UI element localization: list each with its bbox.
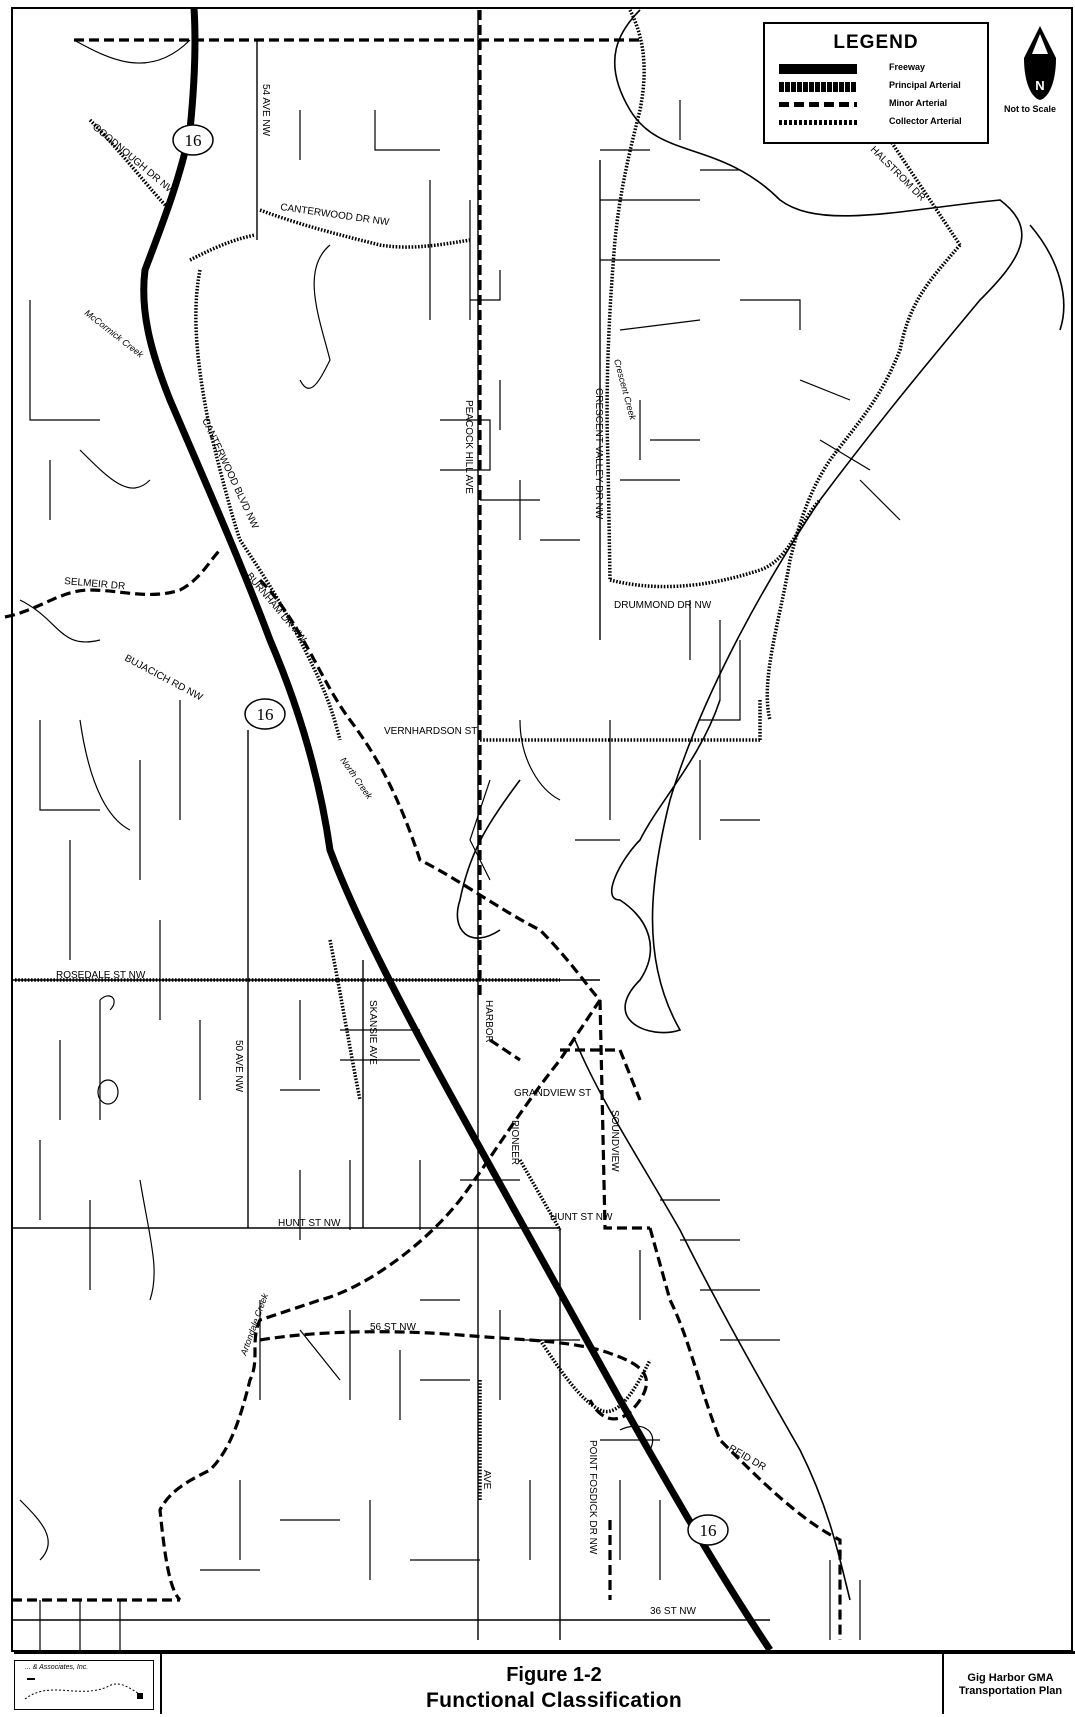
plan-type: Transportation Plan <box>958 1685 1063 1697</box>
road-label: 54 AVE NW <box>260 84 271 137</box>
road-label: CANTERWOOD BLVD NW <box>199 417 260 532</box>
legend-item-freeway: Freeway <box>779 62 979 76</box>
north-arrow-icon: N <box>1024 26 1056 100</box>
legend-item-label: Freeway <box>889 62 926 72</box>
road-label: CANTERWOOD DR NW <box>280 202 391 228</box>
road-label: 56 ST NW <box>370 1322 416 1333</box>
road-label: SELMEIR DR <box>64 576 126 592</box>
footer-divider <box>160 1654 162 1714</box>
road-label: SKANSIE AVE <box>367 1000 378 1065</box>
logo-map-icon <box>24 1678 143 1700</box>
road-label: 50 AVE NW <box>233 1040 244 1093</box>
road-label: HUNT ST NW <box>550 1212 613 1223</box>
road-label: HUNT ST NW <box>278 1218 341 1229</box>
creek-label: North Creek <box>338 755 374 801</box>
creek-label: McCormick Creek <box>83 308 146 360</box>
route-shield-number: 16 <box>700 1521 717 1540</box>
road-label: POINT FOSDICK DR NW <box>587 1440 598 1555</box>
road-label: PEACOCK HILL AVE <box>463 400 474 494</box>
plan-name: Gig Harbor GMA <box>967 1672 1054 1684</box>
route-shield: 16 <box>244 698 286 730</box>
legend: LEGEND Freeway Principal Arterial Minor … <box>763 22 989 144</box>
road-label: HALSTROM DR <box>868 144 927 203</box>
collector-arterials <box>15 9 962 1500</box>
title-block: ... & Associates, Inc. Figure 1-2 Functi… <box>14 1651 1075 1714</box>
road-label: BURNHAM DR NW <box>244 571 309 645</box>
minor-swatch <box>779 102 857 107</box>
principal-swatch <box>779 82 857 92</box>
road-label: DRUMMOND DR NW <box>614 600 712 611</box>
road-labels: 54 AVE NW GOODNOUGH DR NW CANTERWOOD DR … <box>56 84 927 1617</box>
legend-item-minor: Minor Arterial <box>779 98 979 112</box>
road-label: ROSEDALE ST NW <box>56 970 146 981</box>
road-label: 36 ST NW <box>650 1606 696 1617</box>
road-label: SOUNDVIEW <box>609 1110 620 1172</box>
legend-item-collector: Collector Arterial <box>779 116 979 130</box>
freeway-swatch <box>779 64 857 74</box>
creek-labels: McCormick Creek Crescent Creek North Cre… <box>83 308 638 1358</box>
shoreline <box>456 9 1065 1601</box>
legend-item-label: Collector Arterial <box>889 116 962 126</box>
figure-number: Figure 1-2 <box>506 1664 602 1686</box>
route-shield: 16 <box>172 124 214 156</box>
north-letter: N <box>1035 78 1044 93</box>
footer-divider <box>942 1654 944 1714</box>
collector-swatch <box>779 120 857 125</box>
scale-note: Not to Scale <box>1004 104 1057 114</box>
freeway-sr16 <box>140 7 773 1652</box>
road-label: AVE <box>481 1470 492 1490</box>
creek-label: Crescent Creek <box>612 358 638 421</box>
logo-text: ... & Associates, Inc. <box>25 1664 89 1671</box>
legend-item-label: Principal Arterial <box>889 80 961 90</box>
map-frame <box>11 7 1073 1652</box>
road-label: GRANDVIEW ST <box>514 1088 591 1099</box>
legend-item-label: Minor Arterial <box>889 98 948 108</box>
minor-arterials <box>4 10 842 1640</box>
road-label: HARBOR <box>483 1000 494 1043</box>
figure-title: Functional Classification <box>425 1689 683 1712</box>
legend-title: LEGEND <box>833 32 919 53</box>
legend-item-principal: Principal Arterial <box>779 80 979 94</box>
firm-logo: ... & Associates, Inc. <box>14 1660 154 1710</box>
road-label: BUJACICH RD NW <box>123 653 205 704</box>
road-label: CRESCENT VALLEY DR NW <box>593 388 604 520</box>
route-shield-number: 16 <box>257 705 274 724</box>
road-label: GOODNOUGH DR NW <box>90 122 178 198</box>
road-label: VERNHARDSON ST <box>384 726 477 737</box>
route-shield: 16 <box>687 1514 729 1546</box>
route-shield-number: 16 <box>185 131 202 150</box>
road-label: PIONEER <box>509 1120 520 1165</box>
local-streets <box>19 39 901 1650</box>
grid-roads <box>12 10 770 1640</box>
